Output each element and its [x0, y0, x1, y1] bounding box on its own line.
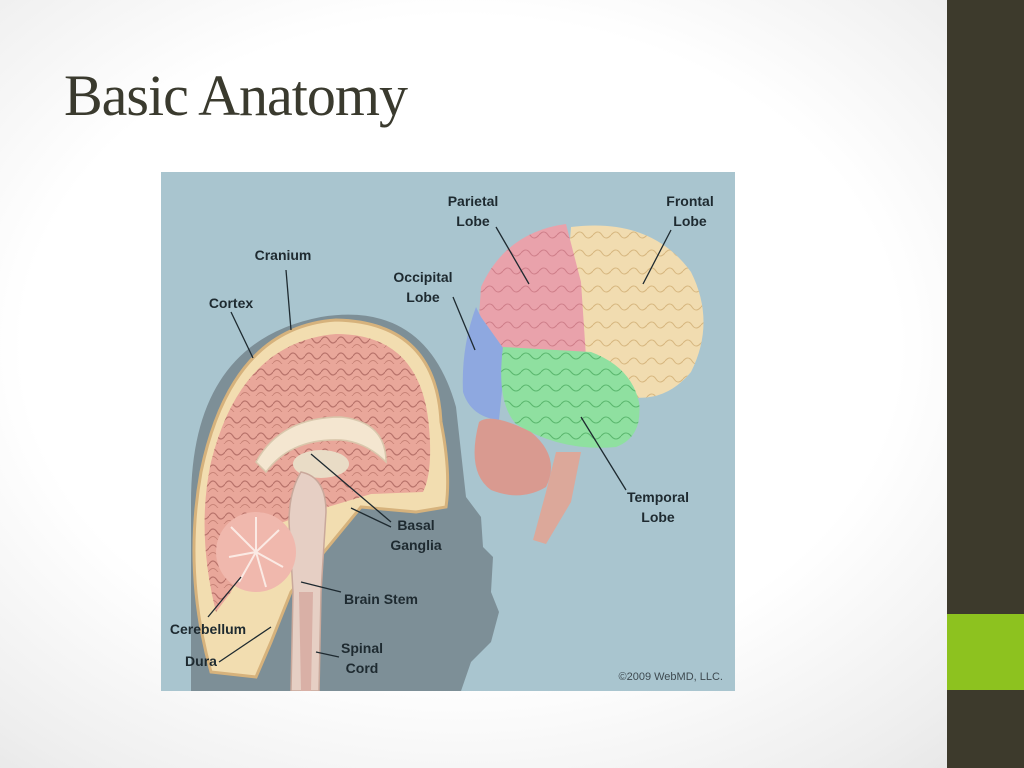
label-cerebellum: Cerebellum: [170, 621, 246, 637]
label-temporal-line1: Temporal: [627, 489, 689, 505]
labels: Parietal Lobe Frontal Lobe Cranium Occip…: [170, 193, 723, 683]
slide-accent-block: [947, 614, 1024, 690]
label-temporal-line2: Lobe: [641, 509, 675, 525]
label-occipital-line1: Occipital: [393, 269, 452, 285]
corpus-callosum: [255, 416, 387, 474]
label-occipital-line2: Lobe: [406, 289, 440, 305]
copyright-notice: ©2009 WebMD, LLC.: [618, 671, 723, 683]
spinal-cord: [299, 592, 313, 691]
label-parietal-line2: Lobe: [456, 213, 490, 229]
cerebellum-arbor: [228, 517, 284, 588]
label-cranium: Cranium: [255, 247, 312, 263]
label-parietal-line1: Parietal: [448, 193, 499, 209]
lateral-brain-stem: [533, 452, 581, 544]
label-dura: Dura: [185, 653, 217, 669]
lateral-cerebellum: [474, 418, 551, 496]
label-basal-line1: Basal: [397, 517, 434, 533]
label-frontal-line2: Lobe: [673, 213, 707, 229]
slide-title: Basic Anatomy: [64, 63, 408, 128]
label-spinal-line2: Cord: [346, 660, 379, 676]
label-frontal-line1: Frontal: [666, 193, 713, 209]
leader-lines: [207, 226, 672, 663]
brain-diagram: Parietal Lobe Frontal Lobe Cranium Occip…: [161, 172, 735, 691]
lobe-occipital: [462, 307, 506, 420]
label-cortex: Cortex: [209, 295, 254, 311]
label-basal-line2: Ganglia: [390, 537, 442, 553]
label-brain-stem: Brain Stem: [344, 591, 418, 607]
label-spinal-line1: Spinal: [341, 640, 383, 656]
brain-stem: [288, 471, 327, 691]
brain-anatomy-figure: Parietal Lobe Frontal Lobe Cranium Occip…: [161, 172, 735, 691]
lateral-brain: [462, 224, 704, 544]
thalamus: [293, 450, 349, 478]
